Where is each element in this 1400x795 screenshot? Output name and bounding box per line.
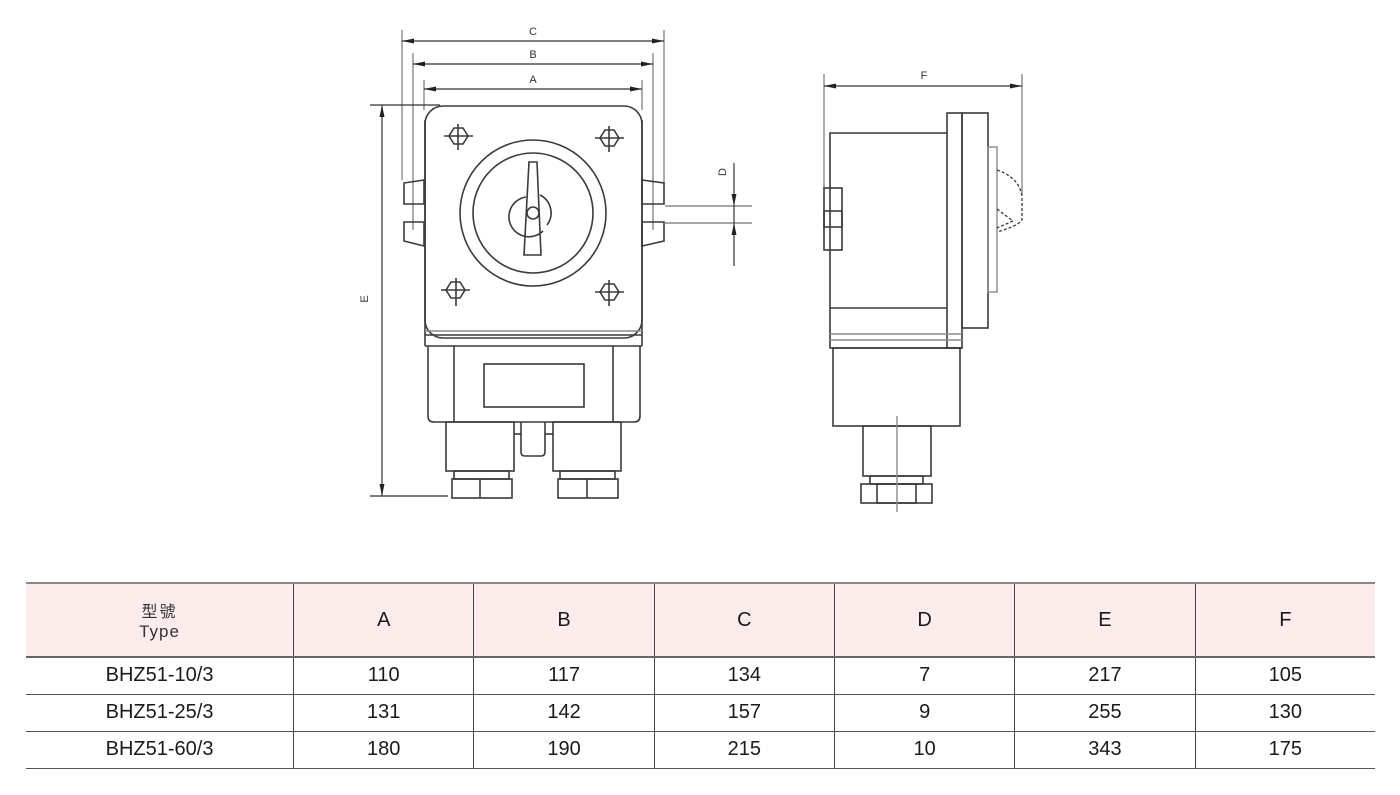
header-a: A (293, 582, 474, 658)
table-row: BHZ51-60/3 180 190 215 10 343 175 (26, 731, 1375, 769)
dimension-d: D (665, 163, 752, 266)
cell-d: 7 (834, 657, 1015, 695)
header-e: E (1014, 582, 1196, 658)
cell-a: 180 (293, 731, 474, 769)
terminal-box (427, 346, 641, 423)
cell-a: 131 (293, 694, 474, 732)
mounting-bolt-icons (441, 124, 624, 306)
table-row: BHZ51-10/3 110 117 134 7 217 105 (26, 657, 1375, 695)
dimension-e: E (359, 104, 448, 497)
dimension-table: 型號 Type A B C D E F BHZ51-10/3 110 117 1… (26, 582, 1375, 769)
table-header-row: 型號 Type A B C D E F (26, 582, 1375, 658)
dimension-f: F (823, 70, 1023, 195)
header-d: D (834, 582, 1015, 658)
bolt-icon (595, 280, 624, 306)
header-f: F (1194, 582, 1375, 658)
cell-e: 343 (1014, 731, 1196, 769)
cell-type: BHZ51-60/3 (26, 731, 294, 769)
bolt-icon (444, 124, 473, 150)
cell-type: BHZ51-25/3 (26, 694, 294, 732)
cell-d: 9 (834, 694, 1015, 732)
dimension-b: B (412, 49, 654, 230)
header-type-chinese: 型號 (141, 602, 178, 621)
cell-c: 157 (653, 694, 835, 732)
cell-c: 134 (653, 657, 835, 695)
cell-f: 175 (1194, 731, 1375, 769)
cable-gland-icons (445, 421, 622, 499)
header-b: B (473, 582, 655, 658)
dimension-label-e: E (359, 295, 371, 302)
bolt-icon (595, 126, 624, 152)
right-lugs (641, 179, 665, 248)
side-terminal-box (832, 347, 961, 512)
header-type-english: Type (139, 622, 180, 641)
dimension-label-b: B (529, 49, 536, 61)
rotary-handle-icon (459, 139, 607, 287)
technical-drawing: C B A E (359, 26, 1023, 512)
dimension-label-f: F (921, 70, 928, 82)
cell-b: 142 (473, 694, 655, 732)
cell-b: 190 (473, 731, 655, 769)
side-view: F (823, 70, 1023, 512)
header-type: 型號 Type (26, 582, 294, 658)
dimension-a: A (423, 74, 643, 110)
dimension-label-c: C (529, 26, 537, 38)
bolt-icon (441, 278, 470, 306)
cell-b: 117 (473, 657, 655, 695)
cell-a: 110 (293, 657, 474, 695)
dimension-label-a: A (529, 74, 537, 86)
header-c: C (653, 582, 835, 658)
cell-e: 255 (1014, 694, 1196, 732)
cell-c: 215 (653, 731, 835, 769)
cell-f: 130 (1194, 694, 1375, 732)
table-row: BHZ51-25/3 131 142 157 9 255 130 (26, 694, 1375, 732)
cell-e: 217 (1014, 657, 1196, 695)
front-view: C B A E (359, 26, 752, 499)
dimension-label-d: D (717, 168, 729, 176)
cell-d: 10 (834, 731, 1015, 769)
cell-type: BHZ51-10/3 (26, 657, 294, 695)
left-lugs (403, 179, 425, 248)
cell-f: 105 (1194, 657, 1375, 695)
side-body (823, 112, 1023, 349)
